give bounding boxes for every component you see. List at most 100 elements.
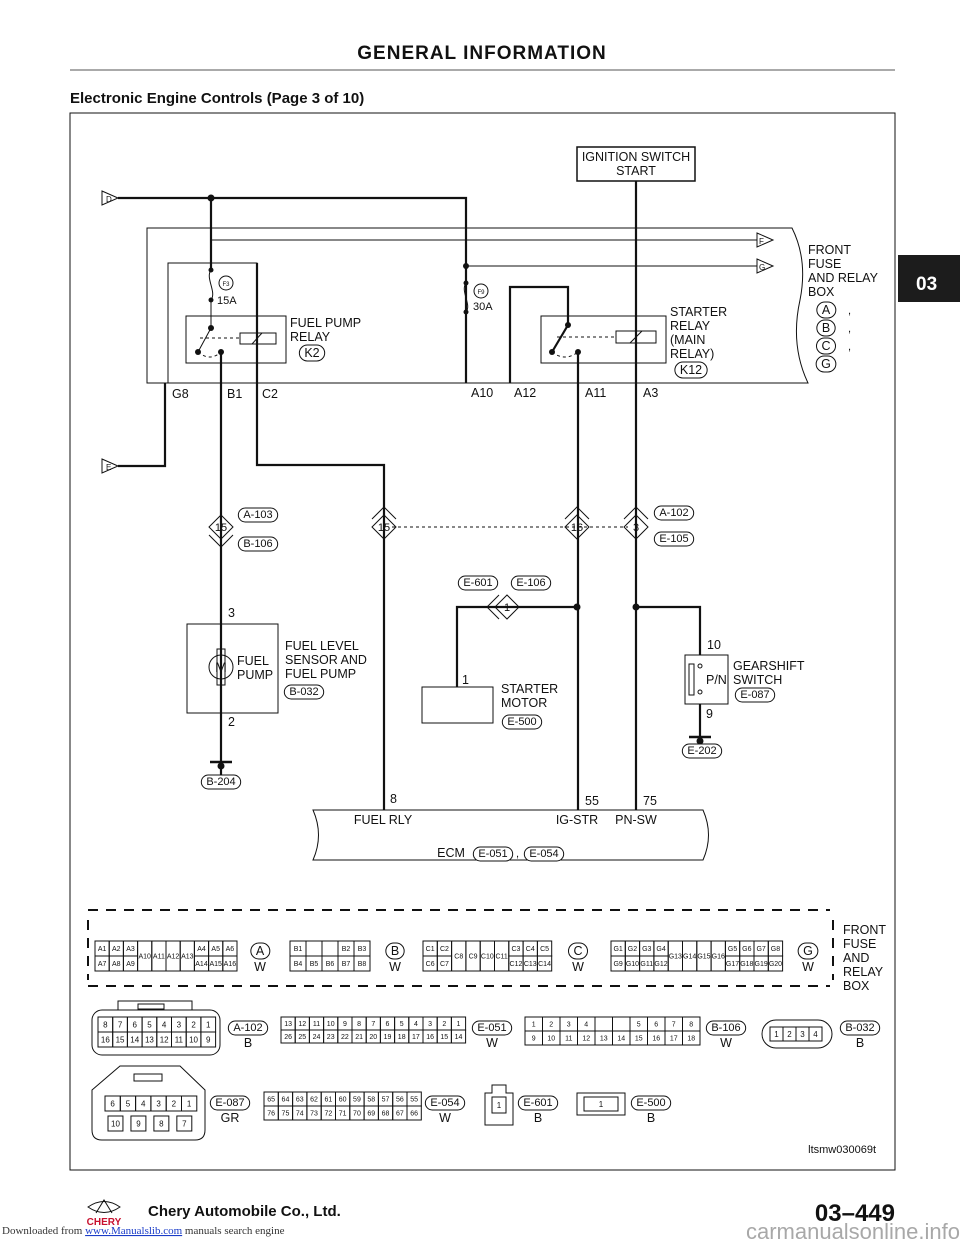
pin-number: 14: [617, 1035, 625, 1042]
tag-e[interactable]: E: [101, 458, 120, 474]
badge-outline: [681, 743, 723, 759]
connector-group-label: RELAY: [843, 965, 884, 979]
badge-outline: [385, 942, 405, 960]
page-number: 03–449: [815, 1200, 895, 1227]
pin-label: B1: [227, 387, 242, 401]
pin-label: 1: [504, 602, 510, 614]
pin-label: A12: [514, 386, 536, 400]
pin-number: 16: [101, 1035, 110, 1044]
pin-number: 17: [412, 1034, 420, 1041]
pin-number: 14: [130, 1035, 139, 1044]
pin-number: B7: [342, 961, 351, 968]
pin-number: 1: [187, 1099, 192, 1108]
pin-number: G17: [726, 961, 739, 968]
pin-number: A13: [181, 953, 194, 960]
pin-cell: [450, 1029, 467, 1044]
fuel-pump-relay-code: K2: [304, 346, 319, 360]
pin-label: 3: [633, 522, 639, 534]
pin-number: C11: [495, 953, 507, 960]
fuel-pump-label: FUEL LEVEL: [285, 639, 359, 653]
pin-label: 9: [706, 707, 713, 721]
pin-number: 70: [353, 1110, 361, 1117]
pin-number: 6: [654, 1021, 658, 1028]
pin-number: 8: [103, 1020, 108, 1029]
pin-cell: [305, 940, 323, 957]
pin-number: 15: [116, 1035, 125, 1044]
ecm-signal-label: IG-STR: [556, 813, 598, 827]
badge-outline: [630, 1095, 672, 1111]
pin-number: G1: [613, 946, 622, 953]
pin-number: 26: [284, 1034, 292, 1041]
pin-number: G14: [683, 953, 696, 960]
pin-number: 2: [549, 1021, 553, 1028]
pin-number: A6: [226, 946, 235, 953]
pin-number: 12: [160, 1035, 169, 1044]
inline-connector-15-left: 15: [208, 514, 234, 548]
separator: ,: [516, 848, 519, 860]
pin-number: 13: [600, 1035, 608, 1042]
pin-number: 5: [126, 1099, 131, 1108]
pin-label: 75: [643, 794, 657, 808]
badge-outline: [237, 507, 279, 523]
pin-number: 4: [584, 1021, 588, 1028]
pin-number: 3: [177, 1020, 182, 1029]
pin-number: C3: [511, 946, 520, 953]
pin-number: 7: [182, 1119, 187, 1128]
connector-id-badge: G: [803, 944, 813, 958]
download-suffix: manuals search engine: [185, 1225, 285, 1237]
pin-number: C7: [440, 961, 449, 968]
pin-number: 4: [141, 1099, 146, 1108]
pin-cell: [353, 955, 371, 972]
pin-cell: [122, 955, 139, 972]
pin-number: A2: [112, 946, 121, 953]
pin-number: C13: [524, 961, 537, 968]
connector-color: B: [534, 1111, 542, 1125]
fuel-pump-name: PUMP: [237, 668, 273, 682]
pin-number: G11: [640, 961, 653, 968]
badge-outline: [424, 1095, 466, 1111]
pin-number: 9: [532, 1035, 536, 1042]
pin-number: A1: [98, 946, 107, 953]
badge-outline: [472, 846, 514, 862]
tag-g[interactable]: G: [756, 258, 775, 274]
tag-f[interactable]: F: [756, 232, 775, 248]
badge-outline: [839, 1020, 881, 1036]
connector-id-badge: E-500: [636, 1097, 665, 1109]
pin-number: 19: [384, 1034, 392, 1041]
pin-number: 5: [400, 1021, 404, 1028]
pin-number: G4: [656, 946, 665, 953]
pin-number: G10: [626, 961, 639, 968]
pin-number: C2: [440, 946, 449, 953]
tag-g-label: G: [759, 263, 765, 272]
starter-motor-label: STARTER: [501, 682, 558, 696]
badge-outline: [200, 774, 242, 790]
section-tab[interactable]: 03: [898, 255, 960, 302]
tag-d[interactable]: D: [101, 190, 120, 206]
pin-number: 13: [284, 1021, 292, 1028]
connector-b-106-badge: B-106: [243, 538, 272, 550]
pin-number: 9: [206, 1035, 211, 1044]
pin-number: 2: [172, 1099, 177, 1108]
download-link[interactable]: www.Manualslib.com: [85, 1225, 182, 1237]
pin-number: 3: [567, 1021, 571, 1028]
pin-number: 67: [396, 1110, 404, 1117]
fuse-f3: F3 15A: [208, 267, 237, 307]
connector-color: B: [856, 1036, 864, 1050]
pin-number: 4: [162, 1020, 167, 1029]
pin-cell: [536, 955, 553, 972]
badge-outline: [815, 337, 837, 355]
pin-cell: [767, 955, 784, 972]
pin-number: C10: [481, 953, 494, 960]
pin-number: 15: [635, 1035, 643, 1042]
pin-number: 58: [367, 1096, 375, 1103]
pin-number: 9: [343, 1021, 347, 1028]
pin-number: A12: [167, 953, 180, 960]
connector-color: B: [244, 1036, 252, 1050]
